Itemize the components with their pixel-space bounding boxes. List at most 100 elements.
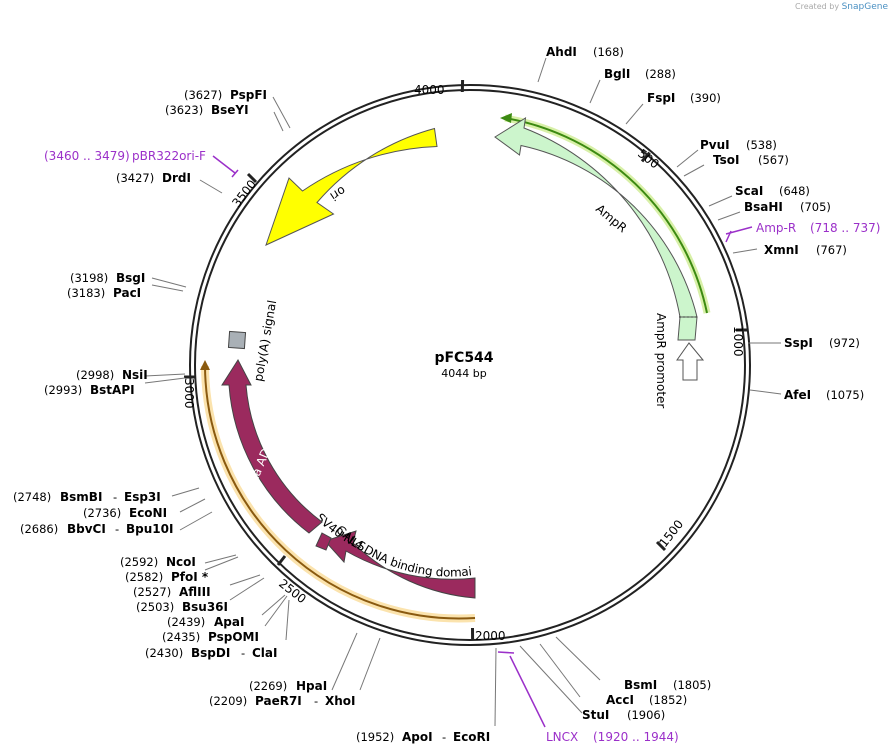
- site-paer7i: PaeR7I: [255, 694, 302, 708]
- tick-label-3000: 3000: [182, 378, 196, 409]
- plasmid-length: 4044 bp: [441, 367, 486, 380]
- svg-text:(2269): (2269): [249, 679, 287, 693]
- svg-text:(718 .. 737): (718 .. 737): [810, 221, 880, 235]
- svg-text:(390): (390): [690, 91, 721, 105]
- site-scai: ScaI: [735, 184, 763, 198]
- svg-text:-: -: [113, 490, 117, 504]
- svg-text:(567): (567): [758, 153, 789, 167]
- site-esp3i: Esp3I: [124, 490, 161, 504]
- svg-text:(648): (648): [779, 184, 810, 198]
- svg-text:(2993): (2993): [44, 383, 82, 397]
- primer-labels: Amp-R (718 .. 737) LNCX (1920 .. 1944) (…: [44, 149, 880, 744]
- site-ahdi: AhdI: [546, 45, 577, 59]
- site-leader-lines: [144, 57, 782, 727]
- plasmid-name: pFC544: [434, 350, 493, 366]
- site-ecori: EcoRI: [453, 730, 490, 744]
- site-nsii: NsiI: [122, 368, 148, 382]
- site-clai: ClaI: [252, 646, 277, 660]
- svg-text:(1906): (1906): [627, 708, 665, 722]
- svg-text:(3460 .. 3479): (3460 .. 3479): [44, 149, 130, 163]
- site-drdi: DrdI: [162, 171, 191, 185]
- svg-text:(538): (538): [746, 138, 777, 152]
- svg-text:(2592): (2592): [120, 555, 158, 569]
- backbone-inner: [194, 89, 746, 641]
- feature-ampr-promoter[interactable]: AmpR promoter: [654, 313, 705, 408]
- svg-text:(2736): (2736): [83, 506, 121, 520]
- primer-lncx: LNCX: [546, 730, 578, 744]
- site-stui: StuI: [582, 708, 609, 722]
- svg-text:-: -: [314, 694, 318, 708]
- tick-label-1500: 1500: [656, 517, 686, 550]
- site-bspdi: BspDI: [191, 646, 230, 660]
- svg-text:(972): (972): [829, 336, 860, 350]
- site-bsu36i: Bsu36I: [182, 600, 228, 614]
- snapgene-credit: Created by SnapGene: [795, 2, 888, 12]
- backbone-outer: [189, 84, 751, 646]
- orf-track: [204, 365, 476, 620]
- site-bbvci: BbvCI: [67, 522, 106, 536]
- svg-text:(2430): (2430): [145, 646, 183, 660]
- svg-text:(2439): (2439): [167, 615, 205, 629]
- tick-2500: [276, 555, 287, 566]
- orf-track-arrow: [200, 360, 210, 370]
- svg-text:(1952): (1952): [356, 730, 394, 744]
- snapgene-logo: SnapGene: [841, 2, 888, 12]
- site-sspi: SspI: [784, 336, 813, 350]
- svg-text:(3427): (3427): [116, 171, 154, 185]
- tick-marks: [184, 79, 747, 641]
- site-labels: AhdI (168) BglI (288) FspI (390) PvuI (5…: [13, 45, 864, 744]
- site-bsmbi: BsmBI: [60, 490, 102, 504]
- svg-text:-: -: [442, 730, 446, 744]
- svg-text:(3198): (3198): [70, 271, 108, 285]
- site-bgli: BglI: [604, 67, 630, 81]
- svg-text:(1805): (1805): [673, 678, 711, 692]
- primer-marks: [212, 155, 753, 728]
- svg-text:(2998): (2998): [76, 368, 114, 382]
- svg-text:(1920 .. 1944): (1920 .. 1944): [593, 730, 679, 744]
- site-pspfi: PspFI: [230, 88, 267, 102]
- tick-label-1000: 1000: [731, 326, 745, 357]
- svg-text:(2435): (2435): [162, 630, 200, 644]
- site-tsoi: TsoI: [713, 153, 739, 167]
- ampr-promoter-label: AmpR promoter: [654, 313, 668, 408]
- site-acci: AccI: [606, 693, 634, 707]
- svg-text:-: -: [241, 646, 245, 660]
- site-xhoi: XhoI: [325, 694, 356, 708]
- svg-text:(3623): (3623): [165, 103, 203, 117]
- tick-label-4000: 4000: [414, 83, 445, 97]
- svg-text:-: -: [115, 522, 119, 536]
- feature-ori[interactable]: ori: [265, 127, 438, 246]
- svg-text:(168): (168): [593, 45, 624, 59]
- site-fspi: FspI: [647, 91, 675, 105]
- svg-text:(2209): (2209): [209, 694, 247, 708]
- polya-label: poly(A) signal: [251, 299, 279, 382]
- site-bsgi: BsgI: [116, 271, 145, 285]
- feature-rta-ad[interactable]: Rta AD: [221, 359, 323, 534]
- site-pfoi: PfoI *: [171, 570, 209, 584]
- ampr-label: AmpR: [593, 202, 629, 236]
- site-bstapi: BstAPI: [90, 383, 135, 397]
- svg-text:(2748): (2748): [13, 490, 51, 504]
- site-paci: PacI: [113, 286, 141, 300]
- site-bsmi: BsmI: [624, 678, 657, 692]
- primer-amp-r: Amp-R: [756, 221, 796, 235]
- site-afei: AfeI: [784, 388, 811, 402]
- site-bsahi: BsaHI: [744, 200, 783, 214]
- svg-text:(2503): (2503): [136, 600, 174, 614]
- svg-text:(3183): (3183): [67, 286, 105, 300]
- tick-500: [640, 151, 651, 163]
- site-apai: ApaI: [214, 615, 244, 629]
- svg-text:(705): (705): [800, 200, 831, 214]
- site-econi: EcoNI: [129, 506, 167, 520]
- svg-text:(1075): (1075): [826, 388, 864, 402]
- svg-text:(1852): (1852): [649, 693, 687, 707]
- site-pvui: PvuI: [700, 138, 730, 152]
- site-pspomi: PspOMI: [208, 630, 259, 644]
- site-hpai: HpaI: [296, 679, 327, 693]
- tick-label-2000: 2000: [475, 629, 506, 643]
- svg-text:(288): (288): [645, 67, 676, 81]
- svg-text:(2686): (2686): [20, 522, 58, 536]
- tick-3500: [246, 172, 258, 184]
- site-aflIII: AflIII: [179, 585, 211, 599]
